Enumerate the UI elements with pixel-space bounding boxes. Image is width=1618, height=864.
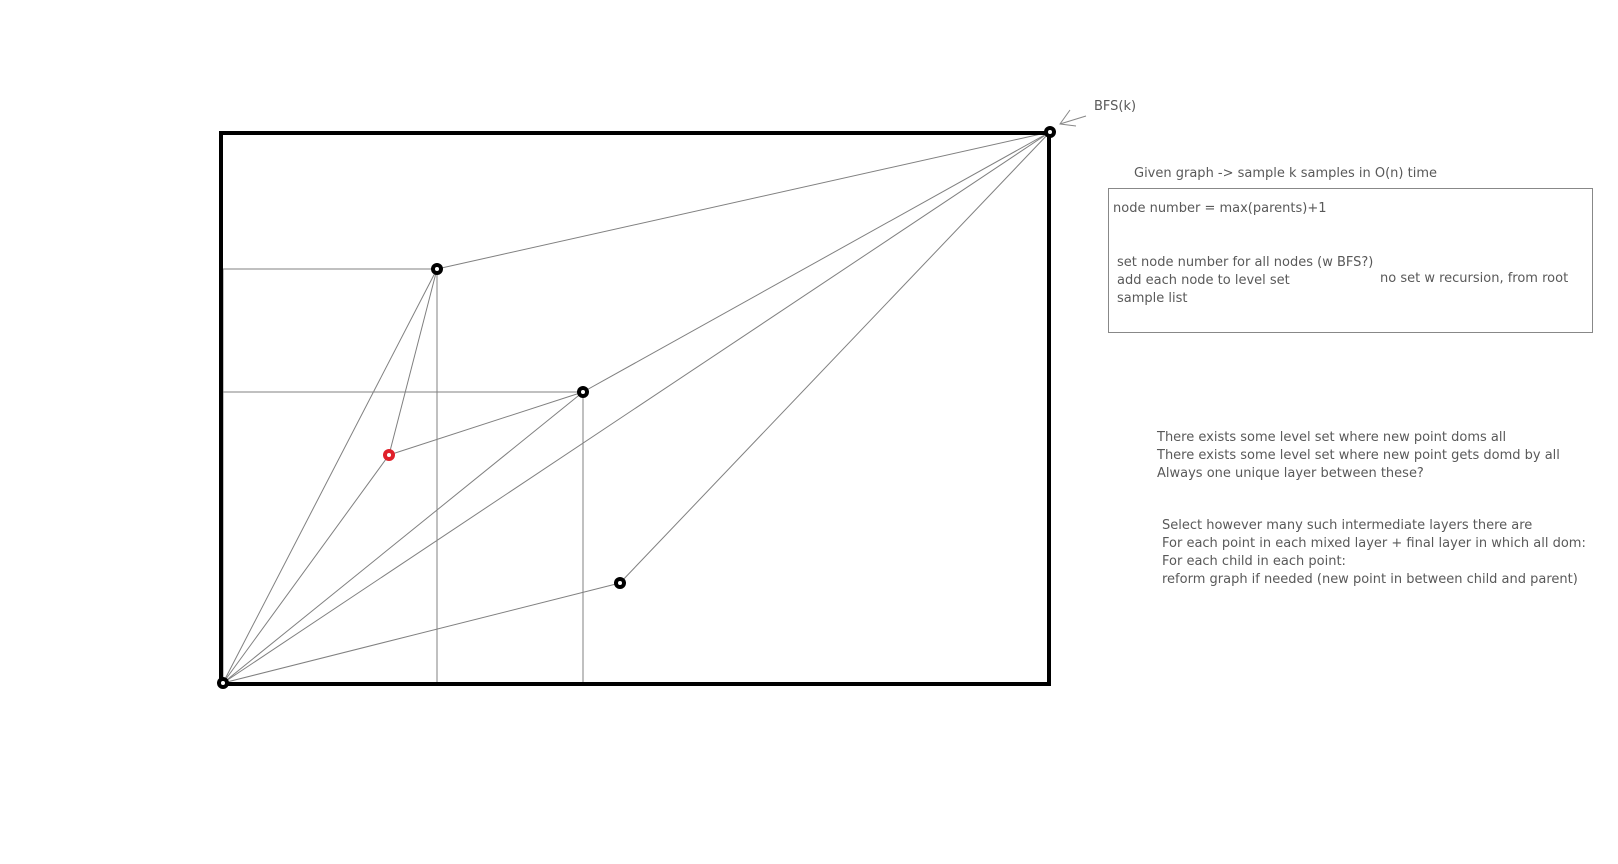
edge-new-point-middle	[388, 391, 584, 456]
node-upper-left	[431, 263, 443, 275]
side-note: no set w recursion, from root	[1380, 271, 1569, 286]
node-new-point	[383, 449, 395, 461]
select-note: reform graph if needed (new point in bet…	[1162, 572, 1578, 587]
edge-origin-new-point	[222, 454, 390, 684]
set-step: add each node to level set	[1117, 273, 1290, 288]
select-note: For each child in each point:	[1162, 554, 1346, 569]
set-step: sample list	[1117, 291, 1188, 306]
level-note: Always one unique layer between these?	[1157, 466, 1424, 481]
level-note: There exists some level set where new po…	[1157, 448, 1560, 463]
graph-nodes	[217, 126, 1056, 689]
edge-origin-top-right	[222, 131, 1051, 684]
level-notes: There exists some level set where new po…	[1157, 429, 1560, 483]
edge-lower-right-top-right	[619, 131, 1051, 584]
node-top-right	[1044, 126, 1056, 138]
graph-edges	[222, 131, 1051, 684]
node-number-note: node number = max(parents)+1	[1113, 201, 1327, 216]
edge-middle-top-right	[582, 131, 1051, 393]
node-origin	[217, 677, 229, 689]
set-steps-list: set node number for all nodes (w BFS?) a…	[1117, 254, 1373, 308]
edge-origin-middle	[222, 391, 584, 684]
select-notes: Select however many such intermediate la…	[1162, 517, 1586, 589]
dominance-boxes	[222, 268, 584, 684]
select-note: For each point in each mixed layer + fin…	[1162, 536, 1586, 551]
node-lower-right	[614, 577, 626, 589]
bfs-arrow-icon	[1059, 109, 1087, 127]
edge-upper-left-top-right	[436, 131, 1051, 270]
bfs-label: BFS(k)	[1094, 99, 1137, 114]
node-middle	[577, 386, 589, 398]
set-step: set node number for all nodes (w BFS?)	[1117, 255, 1374, 270]
edge-origin-lower-right	[222, 582, 621, 684]
level-note: There exists some level set where new po…	[1157, 430, 1507, 445]
edge-new-point-upper-left	[388, 268, 438, 456]
select-note: Select however many such intermediate la…	[1162, 518, 1533, 533]
edge-origin-upper-left	[222, 268, 438, 684]
box-title: Given graph -> sample k samples in O(n) …	[1134, 166, 1437, 181]
bounding-rectangle	[219, 131, 1051, 686]
note-box	[1108, 188, 1593, 333]
